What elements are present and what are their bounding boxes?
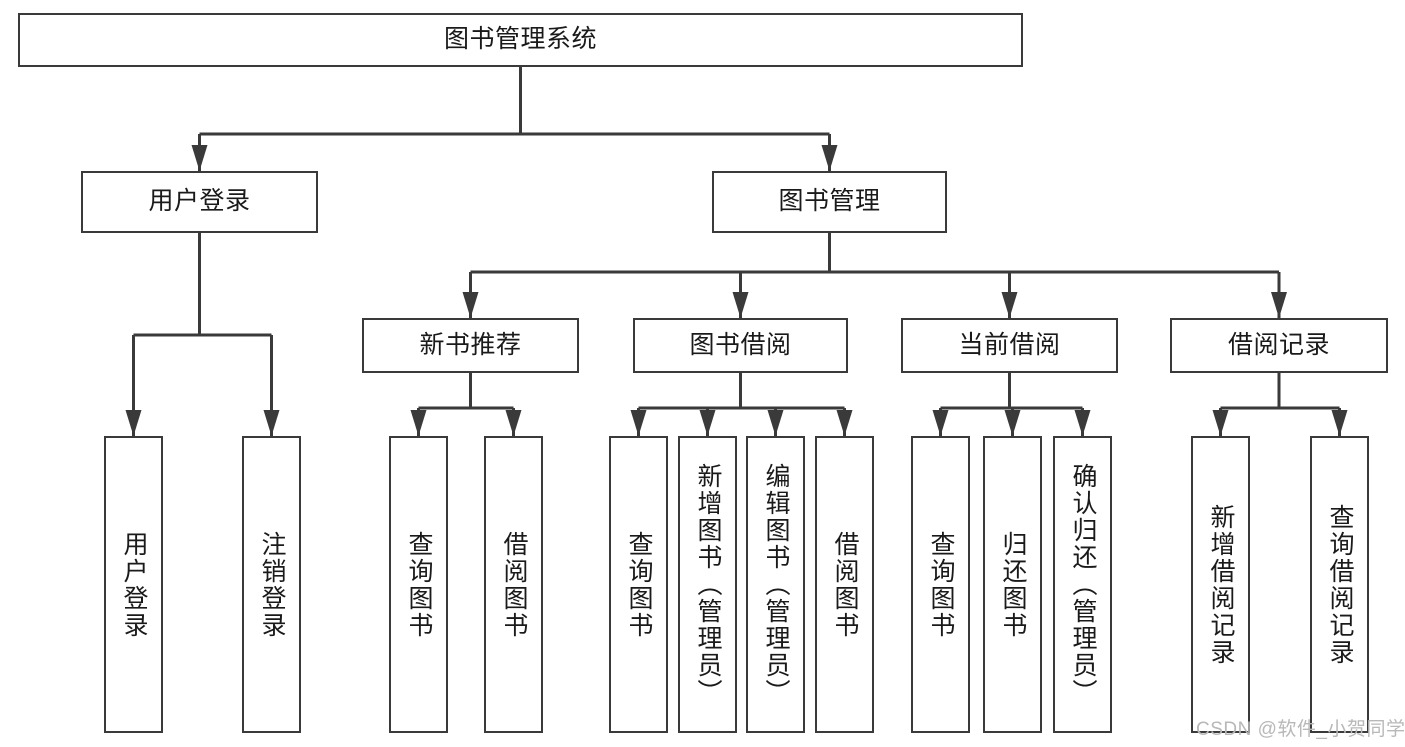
arrowhead-icon — [821, 145, 838, 171]
node-label-leaf-add-borrow-record: 新增借阅记录 — [1207, 503, 1235, 666]
arrowhead-icon — [1271, 292, 1287, 318]
node-label-leaf-borrow-book-2: 借阅图书 — [831, 530, 859, 639]
arrowhead-icon — [191, 145, 208, 171]
node-label-new-book-recommend: 新书推荐 — [419, 330, 522, 359]
node-label-leaf-add-book-admin: 新增图书（管理员） — [694, 463, 722, 706]
node-leaf-logout-login: 注销登录 — [242, 436, 301, 733]
node-current-borrow: 当前借阅 — [901, 318, 1118, 373]
node-label-leaf-query-borrow-record: 查询借阅记录 — [1326, 503, 1354, 666]
node-label-leaf-query-book-3: 查询图书 — [927, 530, 955, 639]
arrowhead-icon — [1001, 292, 1018, 318]
arrowhead-icon — [505, 410, 522, 436]
node-user-login: 用户登录 — [81, 171, 318, 233]
arrowhead-icon — [410, 410, 427, 436]
node-label-book-borrow: 图书借阅 — [689, 330, 792, 359]
arrowhead-icon — [1331, 410, 1348, 436]
node-root: 图书管理系统 — [18, 13, 1023, 67]
arrowhead-icon — [732, 292, 749, 318]
node-new-book-recommend: 新书推荐 — [362, 318, 579, 373]
arrowhead-icon — [1212, 410, 1229, 436]
node-leaf-borrow-book-2: 借阅图书 — [815, 436, 874, 733]
node-leaf-add-book-admin: 新增图书（管理员） — [678, 436, 737, 733]
node-leaf-query-book-1: 查询图书 — [389, 436, 448, 733]
node-leaf-query-book-3: 查询图书 — [911, 436, 970, 733]
arrowhead-icon — [462, 292, 479, 318]
node-label-leaf-confirm-return-admin: 确认归还（管理员） — [1069, 463, 1097, 706]
arrowhead-icon — [630, 410, 647, 436]
node-label-leaf-borrow-book-1: 借阅图书 — [500, 530, 528, 639]
node-borrow-record: 借阅记录 — [1170, 318, 1388, 373]
arrowhead-icon — [1074, 410, 1091, 436]
node-label-leaf-edit-book-admin: 编辑图书（管理员） — [762, 463, 790, 706]
node-label-current-borrow: 当前借阅 — [958, 330, 1061, 359]
node-leaf-user-login: 用户登录 — [104, 436, 163, 733]
node-leaf-confirm-return-admin: 确认归还（管理员） — [1053, 436, 1112, 733]
node-label-leaf-user-login: 用户登录 — [120, 530, 148, 639]
arrowhead-icon — [836, 410, 853, 436]
node-leaf-add-borrow-record: 新增借阅记录 — [1191, 436, 1250, 733]
arrowhead-icon — [125, 410, 142, 436]
arrowhead-icon — [699, 410, 716, 436]
node-leaf-borrow-book-1: 借阅图书 — [484, 436, 543, 733]
node-label-user-login: 用户登录 — [148, 187, 251, 216]
node-book-manage: 图书管理 — [712, 171, 947, 233]
arrowhead-icon — [263, 410, 280, 436]
node-leaf-query-book-2: 查询图书 — [609, 436, 668, 733]
node-label-leaf-query-book-1: 查询图书 — [405, 530, 433, 639]
node-leaf-return-book: 归还图书 — [983, 436, 1042, 733]
arrowhead-icon — [767, 410, 784, 436]
node-label-root: 图书管理系统 — [443, 25, 597, 54]
arrowhead-icon — [1004, 410, 1021, 436]
node-label-leaf-query-book-2: 查询图书 — [625, 530, 653, 639]
node-label-leaf-return-book: 归还图书 — [999, 530, 1027, 639]
node-leaf-query-borrow-record: 查询借阅记录 — [1310, 436, 1369, 733]
node-label-borrow-record: 借阅记录 — [1227, 330, 1330, 359]
arrowhead-icon — [932, 410, 949, 436]
node-label-book-manage: 图书管理 — [778, 187, 881, 216]
node-book-borrow: 图书借阅 — [633, 318, 848, 373]
node-label-leaf-logout-login: 注销登录 — [258, 530, 286, 639]
node-leaf-edit-book-admin: 编辑图书（管理员） — [746, 436, 805, 733]
